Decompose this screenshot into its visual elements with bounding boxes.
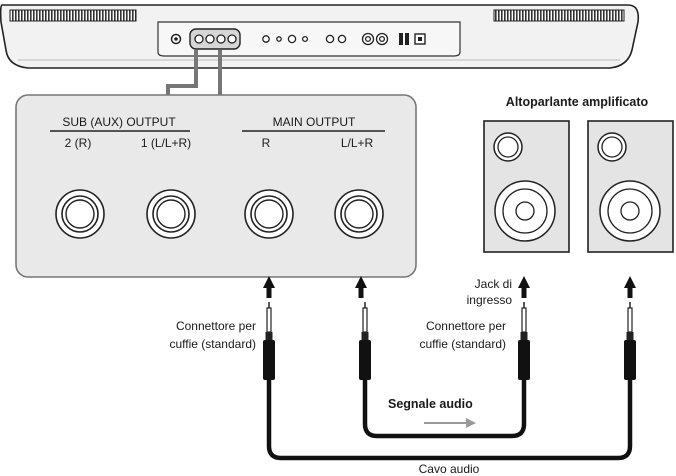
main-output-r-label: R — [262, 136, 271, 150]
right-speaker — [587, 120, 674, 253]
sub-output-1-label: 1 (L/L+R) — [141, 136, 191, 150]
signal-direction-arrow — [424, 418, 476, 428]
keyboard-rear-panel — [0, 4, 640, 69]
main-output-l-jack — [334, 189, 384, 239]
right-speaker-grille — [493, 9, 625, 22]
zoom-callout — [166, 50, 222, 98]
plug-left-line2: cuffie (standard) — [170, 337, 257, 351]
cable-label: Cavo audio — [419, 462, 480, 476]
plug-main-l — [359, 302, 371, 380]
output-panel: SUB (AUX) OUTPUT 2 (R) 1 (L/L+R) MAIN OU… — [15, 94, 417, 278]
main-output-title: MAIN OUTPUT — [273, 115, 356, 129]
up-arrows — [263, 276, 636, 298]
speakers-title: Altoparlante amplificato — [506, 95, 649, 109]
plug-speaker-left — [518, 302, 530, 380]
input-jack-line2: ingresso — [467, 293, 513, 307]
main-output-l-label: L/L+R — [341, 136, 374, 150]
signal-label: Segnale audio — [388, 397, 473, 411]
main-output-r-jack — [244, 189, 294, 239]
plug-main-r — [263, 302, 275, 380]
sub-output-2-jack — [55, 189, 105, 239]
plug-right-line2: cuffie (standard) — [420, 337, 507, 351]
input-jack-line1: Jack di — [475, 277, 512, 291]
output-jacks-highlight — [189, 28, 241, 50]
left-speaker — [483, 120, 570, 253]
audio-cables — [266, 380, 633, 461]
plug-right-line1: Connettore per — [426, 319, 506, 333]
sub-output-1-jack — [146, 189, 196, 239]
plug-left-line1: Connettore per — [176, 319, 256, 333]
plug-speaker-right — [624, 302, 636, 380]
sub-output-2-label: 2 (R) — [65, 136, 92, 150]
sub-output-title: SUB (AUX) OUTPUT — [62, 115, 176, 129]
left-speaker-grille — [9, 9, 137, 22]
